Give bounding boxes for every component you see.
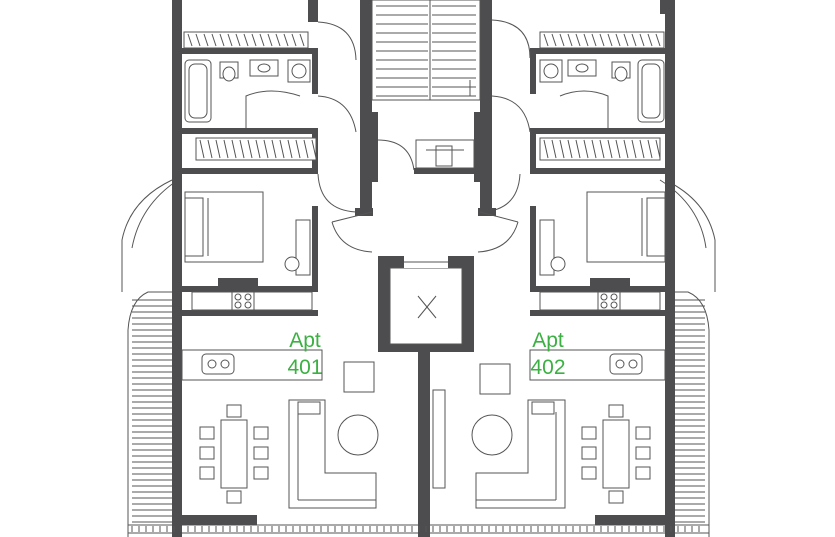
stair-lift: [372, 112, 480, 182]
apt-401-label-line1: Apt: [289, 329, 321, 352]
wardrobe-401-top: [183, 31, 309, 49]
apt-401-label-line2: 401: [287, 356, 323, 379]
kitchen-401: [181, 291, 323, 381]
bedroom-402: [539, 191, 666, 276]
balcony-left: [127, 291, 172, 537]
dining-401: [199, 404, 269, 504]
bathroom-401: [184, 59, 311, 128]
bedroom-401: [184, 191, 311, 276]
walls-apt-401: [172, 0, 430, 537]
wardrobe-401-mid: [195, 137, 317, 161]
lift: [378, 256, 474, 352]
walls-apt-402: [480, 0, 675, 537]
wardrobe-402-mid: [539, 137, 661, 161]
hall-doors: [317, 19, 531, 253]
stairwell: [371, 0, 481, 101]
apt-402-label: Apt 402: [513, 327, 583, 381]
kitchen-402: [529, 291, 666, 381]
apt-402-label-line1: Apt: [532, 329, 564, 352]
apt-401-label: Apt 401: [270, 327, 340, 381]
dining-402: [581, 404, 651, 504]
living-402: [432, 363, 566, 509]
wardrobe-402-top: [539, 31, 665, 49]
bathroom-402: [539, 59, 665, 128]
apt-402-label-line2: 402: [530, 356, 566, 379]
living-401: [288, 361, 379, 509]
